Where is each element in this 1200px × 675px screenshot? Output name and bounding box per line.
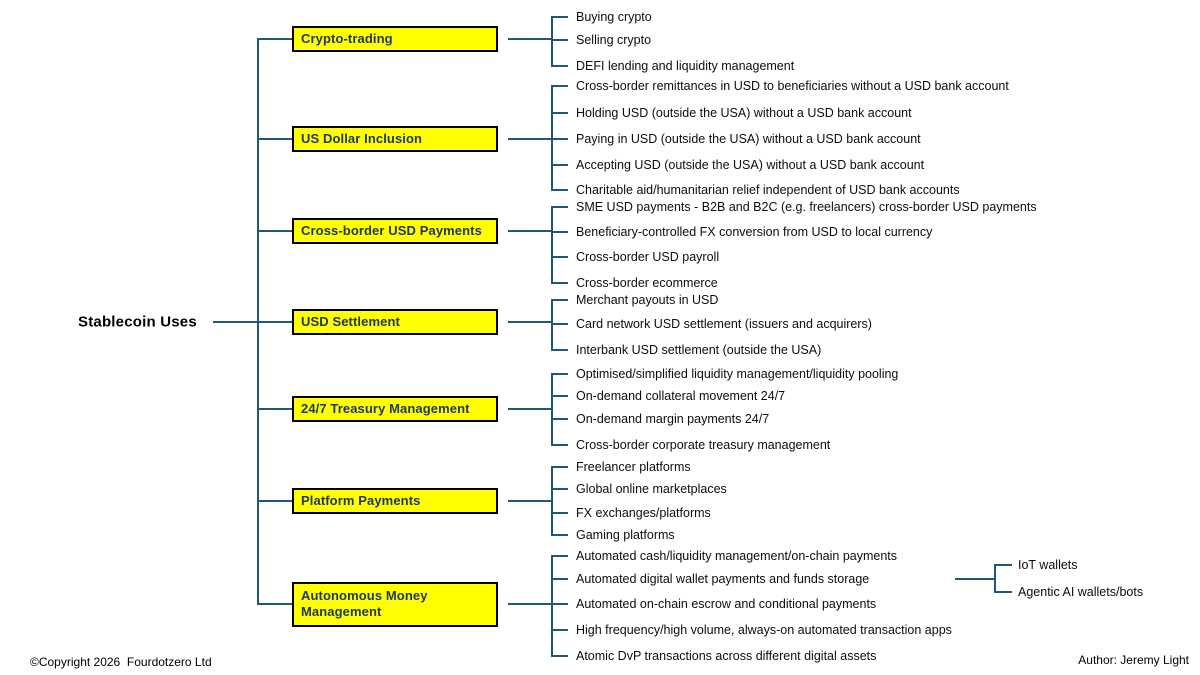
leaf-item: Selling crypto xyxy=(576,33,652,47)
leaf-item: Holding USD (outside the USA) without a … xyxy=(576,106,912,120)
connector-line xyxy=(551,555,568,657)
connector-line xyxy=(551,466,568,536)
connector-line xyxy=(551,16,568,67)
leaf-item: Freelancer platforms xyxy=(576,460,691,474)
leaf-item: Charitable aid/humanitarian relief indep… xyxy=(576,183,960,197)
branch-box-autonomous-money-management: Autonomous Money Management xyxy=(292,581,498,627)
leaf-item: SME USD payments - B2B and B2C (e.g. fre… xyxy=(576,200,1037,214)
leaf-item: On-demand margin payments 24/7 xyxy=(576,412,770,426)
leaf-item: Gaming platforms xyxy=(576,528,675,542)
branch-box-platform-payments: Platform Payments xyxy=(292,488,498,514)
leaf-item: Cross-border corporate treasury manageme… xyxy=(576,438,831,452)
leaf-item: Automated on-chain escrow and conditiona… xyxy=(576,597,877,611)
leaf-item: On-demand collateral movement 24/7 xyxy=(576,389,786,403)
leaf-item: Paying in USD (outside the USA) without … xyxy=(576,132,921,146)
leaf-item: Card network USD settlement (issuers and… xyxy=(576,317,872,331)
leaf-item: Beneficiary-controlled FX conversion fro… xyxy=(576,225,933,239)
leaf-item: Accepting USD (outside the USA) without … xyxy=(576,158,925,172)
author-text: Author: Jeremy Light xyxy=(1078,653,1189,667)
sub-leaf-item: Agentic AI wallets/bots xyxy=(1018,585,1144,599)
leaf-item: DEFI lending and liquidity management xyxy=(576,59,795,73)
leaf-item: Cross-border ecommerce xyxy=(576,276,718,290)
leaf-item: Merchant payouts in USD xyxy=(576,293,719,307)
root-node-label: Stablecoin Uses xyxy=(78,313,197,331)
branch-box-usd-settlement: USD Settlement xyxy=(292,309,498,335)
branch-box-crypto-trading: Crypto-trading xyxy=(292,26,498,52)
branch-box-24-7-treasury-management: 24/7 Treasury Management xyxy=(292,396,498,422)
copyright-text: ©Copyright 2026 Fourdotzero Ltd xyxy=(30,655,212,669)
connector-line xyxy=(551,373,568,446)
connector-line xyxy=(551,206,568,284)
leaf-item: Atomic DvP transactions across different… xyxy=(576,649,877,663)
leaf-item: Automated digital wallet payments and fu… xyxy=(576,572,870,586)
leaf-item: High frequency/high volume, always-on au… xyxy=(576,623,952,637)
sub-leaf-item: IoT wallets xyxy=(1018,558,1078,572)
leaf-item: FX exchanges/platforms xyxy=(576,506,711,520)
leaf-item: Cross-border USD payroll xyxy=(576,250,720,264)
branch-box-cross-border-usd-payments: Cross-border USD Payments xyxy=(292,218,498,244)
leaf-item: Interbank USD settlement (outside the US… xyxy=(576,343,822,357)
leaf-item: Optimised/simplified liquidity managemen… xyxy=(576,367,899,381)
leaf-item: Automated cash/liquidity management/on-c… xyxy=(576,549,898,563)
connector-line xyxy=(994,564,1012,593)
branch-box-us-dollar-inclusion: US Dollar Inclusion xyxy=(292,126,498,152)
leaf-item: Buying crypto xyxy=(576,10,652,24)
leaf-item: Cross-border remittances in USD to benef… xyxy=(576,79,1009,93)
leaf-item: Global online marketplaces xyxy=(576,482,727,496)
